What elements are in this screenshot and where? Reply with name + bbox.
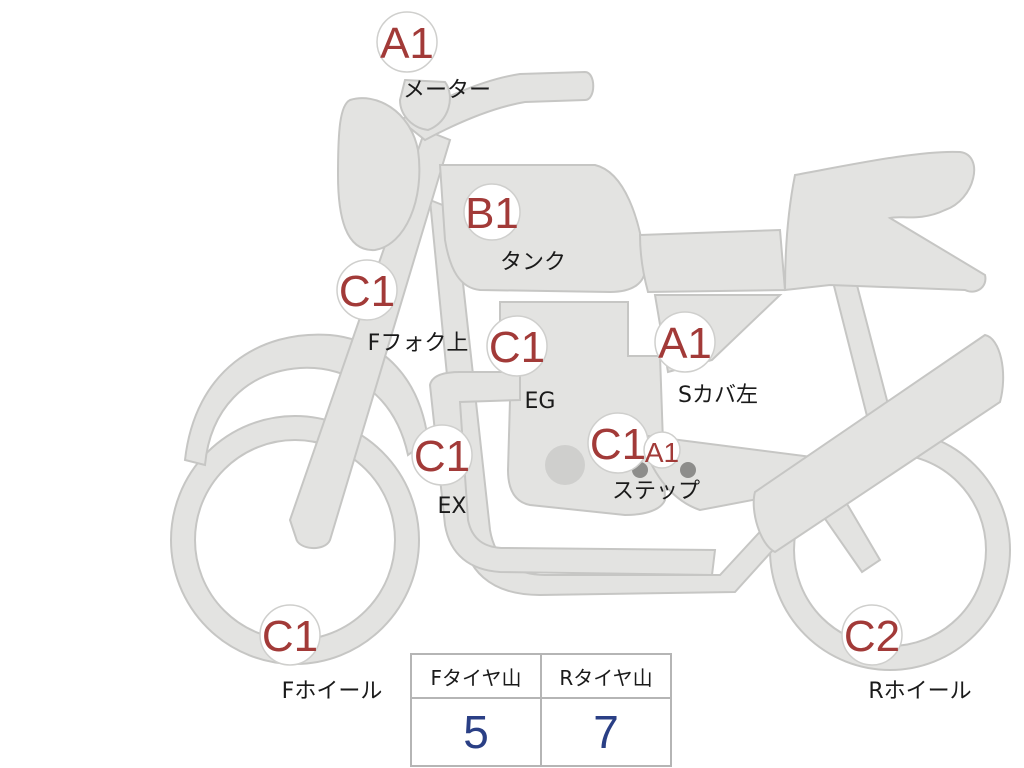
- part-label: タンク: [500, 250, 566, 275]
- seat-shape: [783, 150, 987, 293]
- meter-shape: [398, 78, 451, 132]
- part-label: メーター: [403, 78, 491, 103]
- rear-shock-shape: [828, 264, 892, 422]
- tire-table-value-row: 5 7: [410, 697, 672, 767]
- marker-circle: [654, 311, 716, 373]
- part-label: ステップ: [612, 479, 700, 504]
- part-label: Sカバ左: [678, 383, 758, 408]
- grade-label: A1: [645, 437, 679, 468]
- marker-front-wheel: C1 Fホイール: [259, 604, 383, 704]
- marker-circle: [463, 183, 521, 241]
- marker-meter: A1 メーター: [376, 11, 491, 103]
- exhaust-shape: [428, 371, 717, 577]
- step-peg-shape-2: [680, 462, 696, 478]
- front-fork-shape: [288, 128, 452, 549]
- marker-circle: [841, 604, 903, 666]
- marker-circle: [643, 431, 681, 469]
- marker-tank: B1 タンク: [463, 183, 566, 275]
- marker-circle: [411, 424, 473, 486]
- grade-label: C1: [262, 612, 318, 661]
- rear-tire-header: Rタイヤ山: [540, 653, 672, 699]
- part-label: EX: [438, 494, 467, 519]
- marker-circle: [336, 259, 398, 321]
- marker-circle: [376, 11, 438, 73]
- part-label: Fホイール: [282, 679, 383, 704]
- marker-circle: [486, 315, 548, 377]
- grade-label: B1: [465, 189, 519, 238]
- muffler-shape: [752, 333, 1005, 554]
- tire-table-header-row: Fタイヤ山 Rタイヤ山: [410, 653, 672, 699]
- marker-step-alt: A1: [643, 431, 681, 469]
- grade-label: C2: [844, 612, 900, 661]
- rear-tire-value: 7: [540, 697, 672, 767]
- marker-circle: [259, 604, 321, 666]
- part-label: Fフォク上: [368, 331, 469, 356]
- grade-label: A1: [380, 19, 434, 68]
- front-tire-value: 5: [410, 697, 542, 767]
- marker-exhaust: C1 EX: [411, 424, 473, 519]
- front-tire-header: Fタイヤ山: [410, 653, 542, 699]
- marker-step: C1 ステップ: [587, 412, 700, 504]
- grade-label: A1: [658, 319, 712, 368]
- grade-label: C1: [590, 420, 646, 469]
- grade-label: C1: [489, 323, 545, 372]
- headlight-shape: [336, 97, 421, 252]
- tire-tread-table: Fタイヤ山 Rタイヤ山 5 7: [410, 653, 672, 767]
- marker-rear-wheel: C2 Rホイール: [841, 604, 972, 704]
- grade-label: C1: [339, 267, 395, 316]
- marker-fork-upper: C1 Fフォク上: [336, 259, 469, 356]
- marker-engine: C1 EG: [486, 315, 556, 414]
- part-label: EG: [525, 389, 556, 414]
- grade-label: C1: [414, 432, 470, 481]
- part-label: Rホイール: [868, 679, 971, 704]
- handlebar-shape: [398, 70, 595, 142]
- marker-side-cover-left: A1 Sカバ左: [654, 311, 758, 408]
- rear-frame-shape: [638, 228, 787, 294]
- engine-cover-circle: [545, 445, 585, 485]
